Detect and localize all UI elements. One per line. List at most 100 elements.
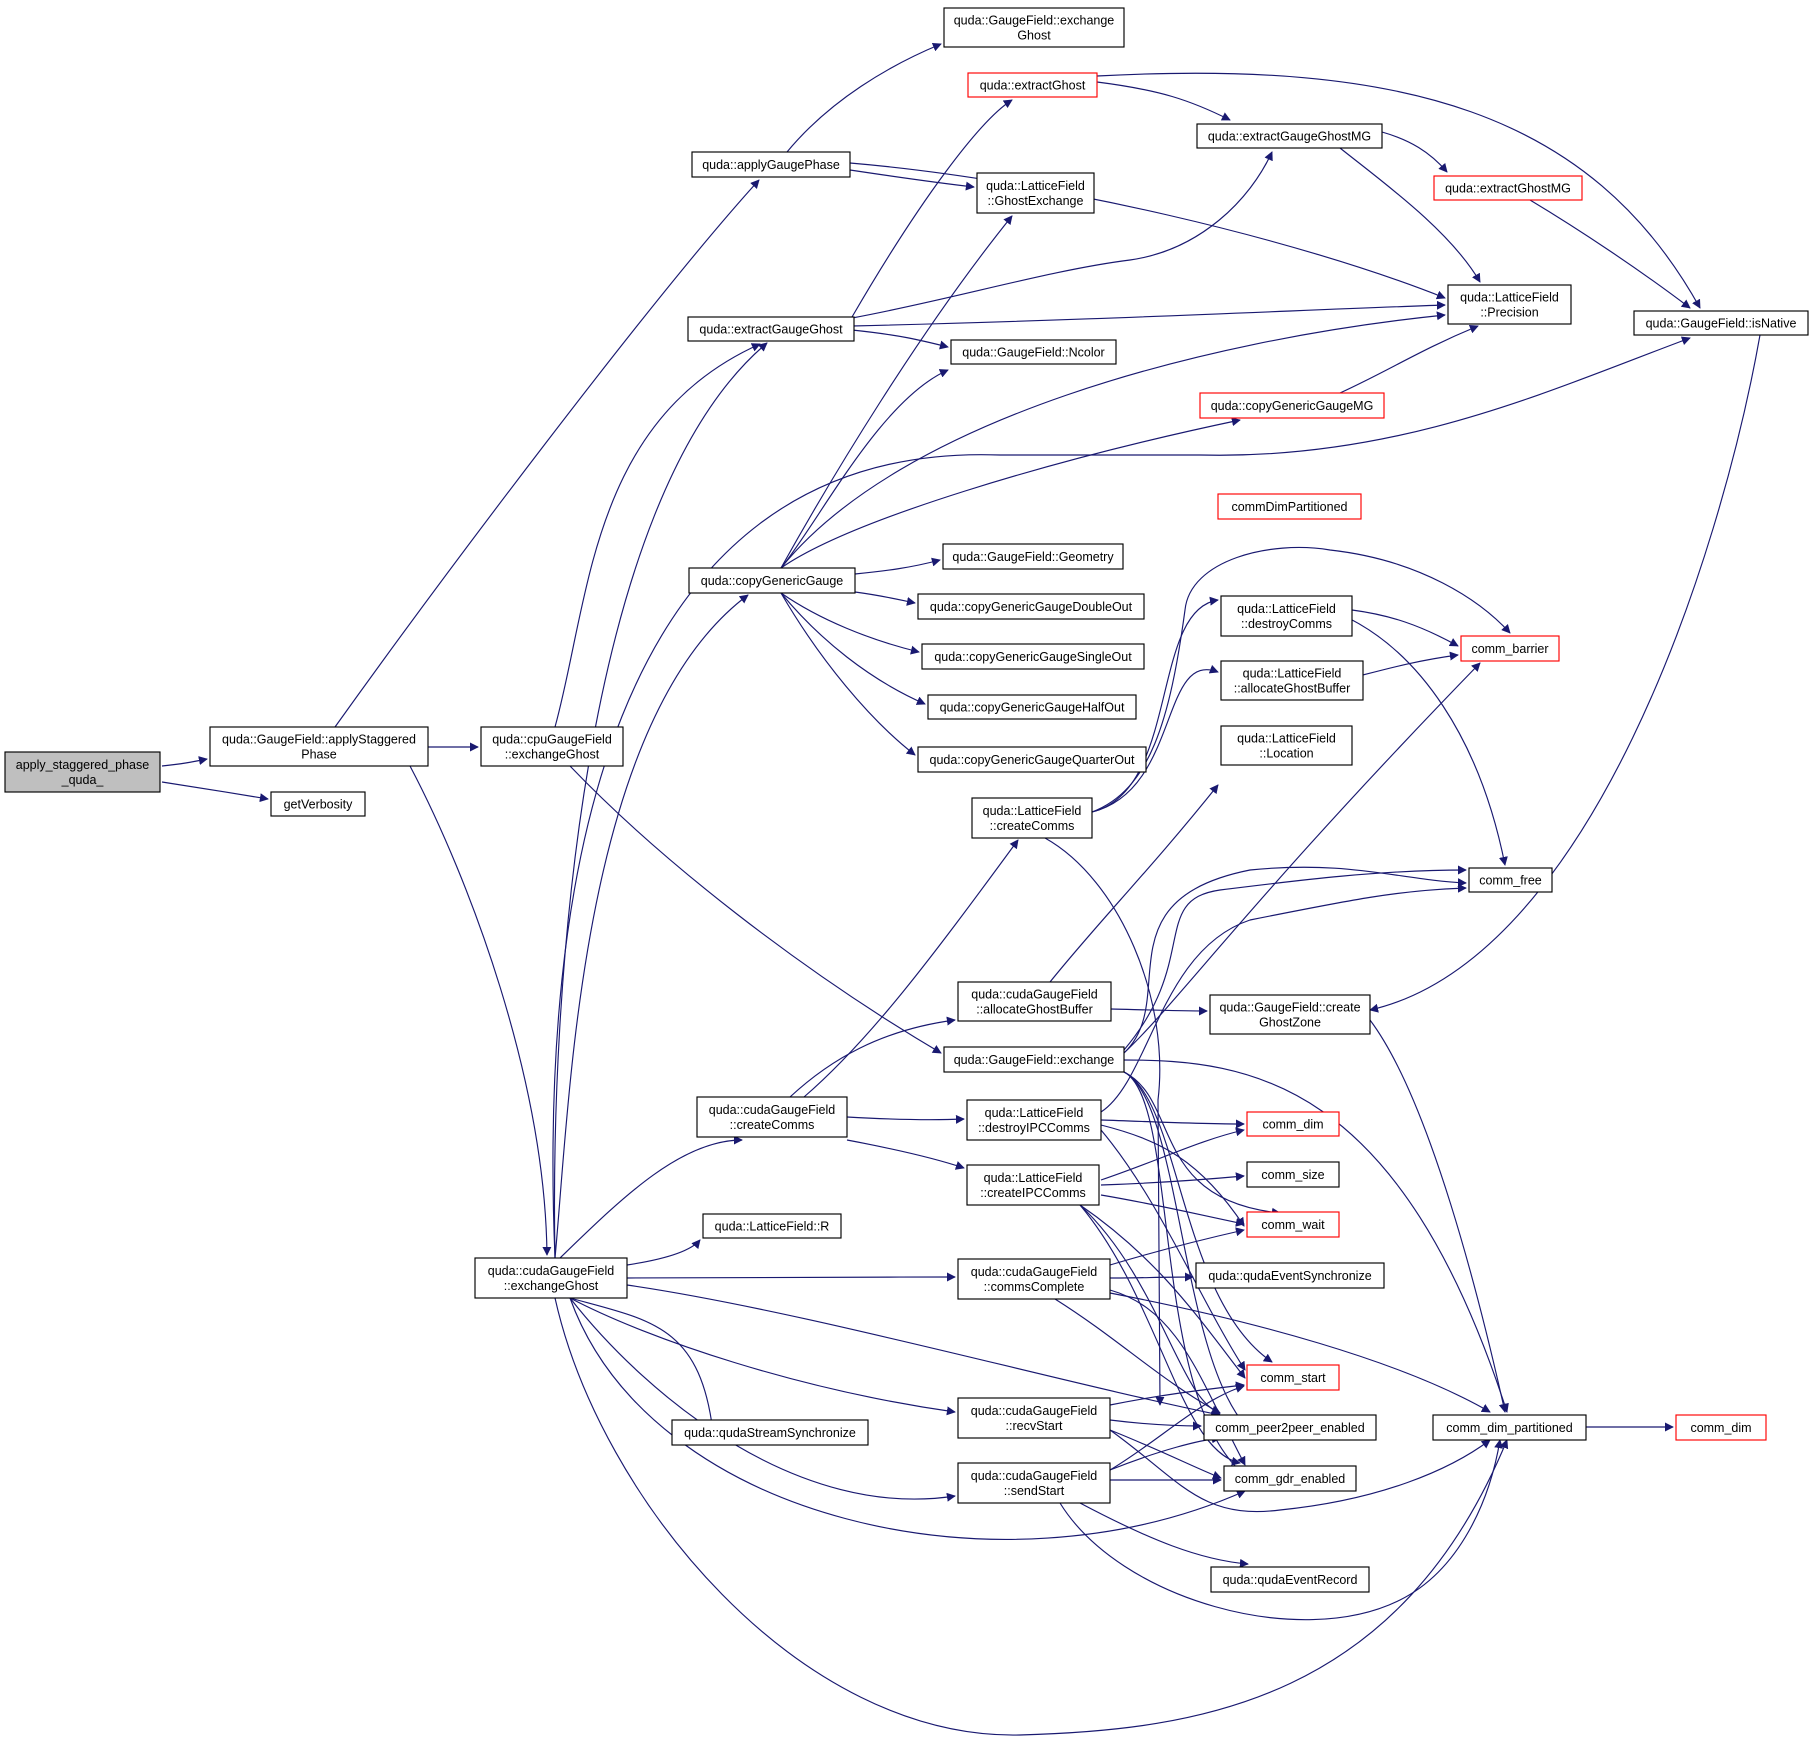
call-edge xyxy=(1096,72,1701,309)
node-applygaugephase[interactable]: quda::applyGaugePhase xyxy=(691,151,851,178)
node-gf-exchange[interactable]: quda::GaugeField::exchange xyxy=(943,1046,1125,1073)
call-edge xyxy=(161,781,269,803)
node-commscomplete[interactable]: quda::cudaGaugeField::commsComplete xyxy=(957,1258,1111,1300)
node-cghalf[interactable]: quda::copyGenericGaugeHalfOut xyxy=(927,694,1137,720)
node-apply-staggered[interactable]: apply_staggered_phase_quda_ xyxy=(4,751,161,793)
node-isnative[interactable]: quda::GaugeField::isNative xyxy=(1633,310,1809,336)
node-label: quda::LatticeField xyxy=(986,179,1085,193)
call-edge xyxy=(554,594,749,1259)
node-sendstart[interactable]: quda::cudaGaugeField::sendStart xyxy=(957,1462,1111,1504)
node-cuda-createcomms[interactable]: quda::cudaGaugeField::createComms xyxy=(696,1096,848,1138)
node-comm-wait[interactable]: comm_wait xyxy=(1246,1211,1340,1238)
call-edge xyxy=(626,1284,1221,1418)
node-box xyxy=(966,1099,1102,1141)
node-box xyxy=(1432,1414,1587,1441)
node-label: quda::LatticeField xyxy=(1237,732,1336,746)
node-comm-gdr-enabled[interactable]: comm_gdr_enabled xyxy=(1223,1465,1357,1492)
node-comm-peer2peer-enabled[interactable]: comm_peer2peer_enabled xyxy=(1203,1414,1377,1441)
node-extractgaugeghost[interactable]: quda::extractGaugeGhost xyxy=(687,316,855,342)
call-edge xyxy=(1381,131,1448,173)
node-box xyxy=(1220,595,1353,637)
node-box xyxy=(1209,994,1371,1035)
node-label: quda::cudaGaugeField xyxy=(709,1103,836,1117)
node-destroycomms[interactable]: quda::LatticeField::destroyComms xyxy=(1220,595,1353,637)
node-extractghost[interactable]: quda::extractGhost xyxy=(967,72,1098,98)
node-box xyxy=(957,1258,1111,1300)
node-comm-dim-2[interactable]: comm_dim xyxy=(1675,1414,1767,1441)
node-box xyxy=(1246,1211,1340,1238)
node-lf-r[interactable]: quda::LatticeField::R xyxy=(702,1213,842,1239)
node-getverbosity[interactable]: getVerbosity xyxy=(270,791,366,817)
call-edge xyxy=(569,1297,956,1502)
call-edge xyxy=(1044,837,1165,1406)
node-comm-dim-1[interactable]: comm_dim xyxy=(1246,1111,1340,1137)
call-edge xyxy=(1091,546,1511,813)
node-copygenericgauge[interactable]: quda::copyGenericGauge xyxy=(688,567,856,594)
node-extractgaugeghostmg[interactable]: quda::extractGaugeGhostMG xyxy=(1196,123,1383,149)
node-copygenericgaugemg[interactable]: quda::copyGenericGaugeMG xyxy=(1199,392,1385,419)
node-cgsingle[interactable]: quda::copyGenericGaugeSingleOut xyxy=(921,643,1145,670)
node-box xyxy=(1220,725,1353,766)
call-edge xyxy=(1123,662,1481,1054)
node-label: Phase xyxy=(301,748,336,762)
node-cpu-exchangeghost[interactable]: quda::cpuGaugeField::exchangeGhost xyxy=(480,726,624,767)
node-commdimpartitioned[interactable]: commDimPartitioned xyxy=(1217,493,1362,520)
node-label: comm_dim_partitioned xyxy=(1446,1421,1572,1435)
node-comm-start[interactable]: comm_start xyxy=(1246,1364,1340,1391)
node-box xyxy=(691,151,851,178)
node-comm-free[interactable]: comm_free xyxy=(1468,867,1553,893)
call-edge xyxy=(1049,784,1219,983)
node-label: quda::cudaGaugeField xyxy=(971,1469,1098,1483)
node-cgquarter[interactable]: quda::copyGenericGaugeQuarterOut xyxy=(917,746,1147,773)
call-edge xyxy=(780,592,916,756)
call-edge xyxy=(569,765,942,1054)
node-cuda-exchangeghost[interactable]: quda::cudaGaugeField::exchangeGhost xyxy=(474,1257,628,1299)
node-ghostexchange[interactable]: quda::LatticeField::GhostExchange xyxy=(976,172,1095,214)
node-comm-barrier[interactable]: comm_barrier xyxy=(1460,635,1560,662)
node-gf-exchangeghost[interactable]: quda::GaugeField::exchangeGhost xyxy=(943,7,1125,48)
call-edge xyxy=(554,1297,1509,1736)
call-edge xyxy=(569,1297,1246,1540)
node-box xyxy=(1203,1414,1377,1441)
call-edge xyxy=(1109,1381,1245,1406)
node-comm-dim-partitioned[interactable]: comm_dim_partitioned xyxy=(1432,1414,1587,1441)
node-recvstart[interactable]: quda::cudaGaugeField::recvStart xyxy=(957,1397,1111,1439)
node-cgdouble[interactable]: quda::copyGenericGaugeDoubleOut xyxy=(917,593,1145,620)
node-comm-size[interactable]: comm_size xyxy=(1246,1161,1340,1188)
node-cuda-allocateghostbuffer[interactable]: quda::cudaGaugeField::allocateGhostBuffe… xyxy=(957,981,1112,1022)
node-extractghostmg[interactable]: quda::extractGhostMG xyxy=(1433,175,1583,201)
node-label: quda::applyGaugePhase xyxy=(702,158,840,172)
node-qudaeventrecord[interactable]: quda::qudaEventRecord xyxy=(1210,1566,1370,1593)
node-label: ::allocateGhostBuffer xyxy=(976,1003,1093,1017)
call-edge xyxy=(1339,147,1481,283)
node-precision[interactable]: quda::LatticeField::Precision xyxy=(1447,284,1572,325)
node-destroyipccomms[interactable]: quda::LatticeField::destroyIPCComms xyxy=(966,1099,1102,1141)
call-edge xyxy=(849,169,975,191)
call-edge xyxy=(1123,1071,1281,1217)
node-allocateghostbuffer[interactable]: quda::LatticeField::allocateGhostBuffer xyxy=(1220,660,1364,701)
node-box xyxy=(1246,1111,1340,1137)
call-edge xyxy=(1109,1292,1491,1413)
node-label: comm_free xyxy=(1479,874,1542,888)
node-createipccomms[interactable]: quda::LatticeField::createIPCComms xyxy=(966,1164,1100,1206)
node-box xyxy=(966,1164,1100,1206)
node-location[interactable]: quda::LatticeField::Location xyxy=(1220,725,1353,766)
node-label: quda::extractGaugeGhostMG xyxy=(1208,130,1371,144)
node-geometry[interactable]: quda::GaugeField::Geometry xyxy=(942,543,1124,570)
node-box xyxy=(927,694,1137,720)
node-qudaeventsynchronize[interactable]: quda::qudaEventSynchronize xyxy=(1195,1262,1385,1289)
node-box xyxy=(950,339,1117,365)
node-box xyxy=(943,1046,1125,1073)
node-lf-createcomms[interactable]: quda::LatticeField::createComms xyxy=(971,797,1093,839)
node-box xyxy=(1195,1262,1385,1289)
node-label: ::createComms xyxy=(990,819,1075,833)
node-box xyxy=(1217,493,1362,520)
call-edge xyxy=(1096,81,1231,121)
node-box xyxy=(688,567,856,594)
node-ncolor[interactable]: quda::GaugeField::Ncolor xyxy=(950,339,1117,365)
node-qudastreamsynchronize[interactable]: quda::qudaStreamSynchronize xyxy=(671,1419,869,1446)
node-box xyxy=(976,172,1095,214)
call-edge xyxy=(780,592,926,705)
